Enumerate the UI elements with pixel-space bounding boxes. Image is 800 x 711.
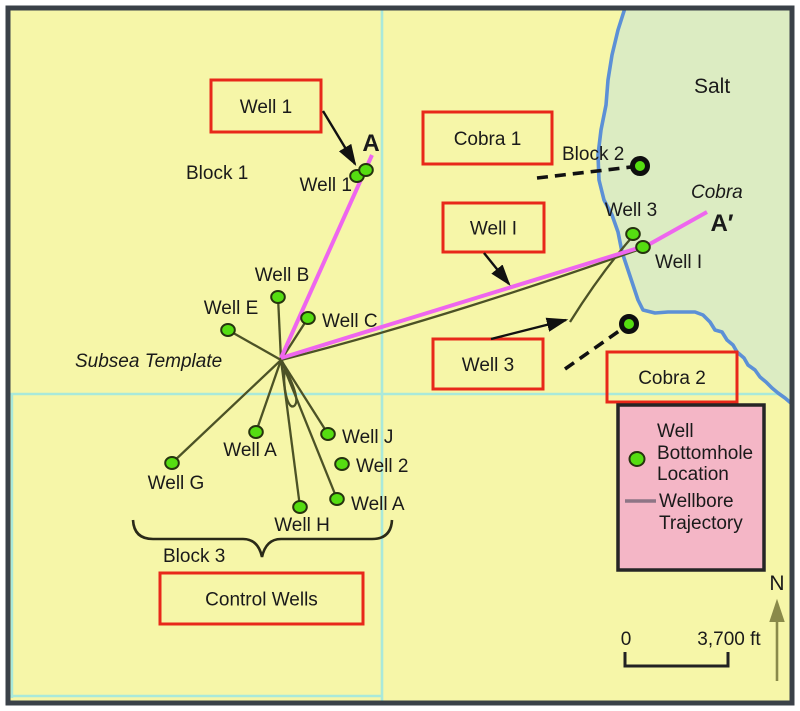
- well-label: Well I: [655, 252, 702, 273]
- block1-label: Block 1: [186, 163, 248, 184]
- callout-label: Cobra 2: [638, 368, 706, 389]
- section-a-label: A: [362, 130, 379, 157]
- salt-region: [598, 8, 792, 404]
- well-i-trajectory: [280, 246, 644, 362]
- well-label: Well 2: [356, 456, 408, 477]
- well-bottomhole-dot-large: [619, 314, 639, 334]
- callout-box: [441, 201, 546, 254]
- well-label: Well C: [322, 311, 378, 332]
- well-label: Well B: [255, 265, 310, 286]
- wellbore-trajectory: [276, 296, 283, 361]
- well-label: Well E: [204, 298, 259, 319]
- well-dots: [164, 156, 651, 514]
- well-label: Well 3: [605, 200, 657, 221]
- callout-label: Well I: [470, 219, 517, 240]
- scale-distance-label: 3,700 ft: [697, 629, 761, 650]
- well-bottomhole-dot: [635, 240, 651, 254]
- salt-label: Salt: [694, 75, 730, 98]
- callout-box: [209, 78, 323, 134]
- callout-arrow: [321, 110, 357, 167]
- legend: Well Bottomhole Location Wellbore Trajec…: [616, 403, 766, 572]
- scale-zero-label: 0: [621, 629, 632, 650]
- callout-label: Cobra 1: [454, 129, 522, 150]
- callout-box: [421, 110, 554, 166]
- callout-label: Control Wells: [205, 590, 318, 611]
- well-label: Well G: [148, 473, 205, 494]
- callout-arrow: [490, 317, 569, 341]
- north-indicator: N: [769, 572, 785, 681]
- wellbore-trajectory: [280, 317, 309, 361]
- legend-item2-line1: Wellbore: [659, 491, 734, 512]
- well-bottomhole-dot-large: [630, 156, 650, 176]
- dashed-trajectory: [563, 322, 631, 371]
- well-bottomhole-dot: [292, 500, 308, 514]
- wellbore-trajectory: [280, 359, 329, 435]
- well-label: Well A: [223, 440, 277, 461]
- hub-loop-trajectory: [280, 360, 298, 408]
- callout-box: [158, 571, 365, 626]
- section-a-prime-label: A′: [710, 210, 733, 237]
- scale-bracket: [623, 652, 730, 668]
- well-bottomhole-dot: [220, 323, 236, 337]
- legend-bottomhole-dot-icon: [628, 451, 646, 467]
- scale-bar: 0 3,700 ft: [621, 629, 761, 668]
- section-line-a: [279, 154, 374, 359]
- cobra-label: Cobra: [691, 182, 743, 203]
- callout-label: Well 3: [462, 355, 514, 376]
- wellbore-trajectory: [279, 359, 339, 500]
- well-label: Well A: [351, 494, 405, 515]
- well-bottomhole-dot: [270, 290, 286, 304]
- north-label: N: [769, 572, 784, 595]
- block3-label: Block 3: [163, 546, 225, 567]
- legend-item1-line1: Well: [657, 421, 694, 442]
- well-bottomhole-dot: [320, 427, 336, 441]
- well-bottomhole-dot: [248, 425, 264, 439]
- block3-brace: [131, 519, 394, 558]
- well-bottomhole-dot: [358, 163, 374, 177]
- well-3-trajectory: [569, 235, 634, 323]
- well-bottomhole-dot: [300, 311, 316, 325]
- block2-label: Block 2: [562, 144, 624, 165]
- well-labels: Well 1 Well B Well E Well C Well A Well J Well…: [148, 175, 703, 536]
- wellbore-trajectory: [227, 328, 282, 362]
- callout-label: Well 1: [240, 97, 292, 118]
- well-bottomhole-dot: [625, 227, 641, 241]
- callout-box: [431, 337, 545, 391]
- dashed-tielines: [536, 164, 641, 371]
- callout-box: [605, 350, 739, 404]
- well-label: Well 1: [300, 175, 352, 196]
- wellbore-trajectory: [254, 359, 283, 433]
- callout-arrow: [483, 252, 511, 286]
- well-label: Well J: [342, 427, 393, 448]
- wellbore-trajectory: [171, 359, 282, 464]
- map-border: [5, 5, 795, 706]
- legend-item1-line2: Bottomhole: [657, 443, 753, 464]
- wellbore-trajectories: [171, 296, 339, 508]
- legend-box: [616, 403, 766, 572]
- legend-item1-line3: Location: [657, 464, 729, 485]
- callout-boxes: Well 1 Cobra 1 Well I Well 3 Cobra 2 Control …: [158, 78, 739, 626]
- salt-boundary-line: [596, 7, 794, 406]
- well-bottomhole-dot: [329, 492, 345, 506]
- legend-item2-line2: Trajectory: [659, 513, 743, 534]
- well-bottomhole-dot: [334, 457, 350, 471]
- well-label: Well H: [274, 515, 330, 536]
- well-bottomhole-dot: [164, 456, 180, 470]
- subsea-template-label: Subsea Template: [75, 351, 222, 372]
